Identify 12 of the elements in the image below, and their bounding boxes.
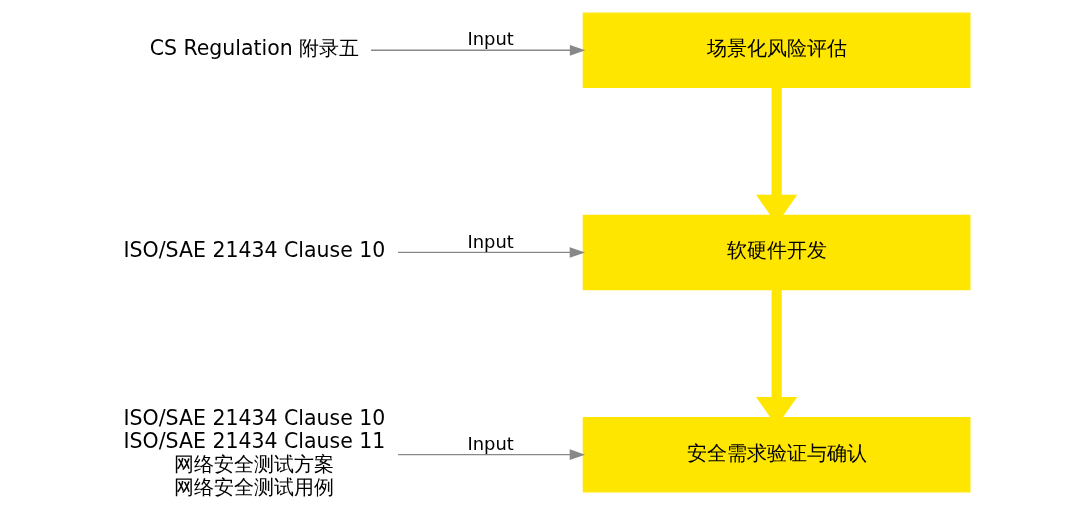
arrow — [396, 247, 585, 258]
node-text: ISO/SAE 21434 Clause 10 — [123, 238, 385, 263]
node-text: CS Regulation 附录五 — [149, 36, 359, 61]
node-text: ISO/SAE 21434 Clause 10 ISO/SAE 21434 Clause 11 网络安全测试方案 网络安全测试用例 — [123, 405, 385, 500]
node-box: 场景化风险评估 — [582, 12, 970, 88]
arrow — [369, 44, 585, 56]
edge-label: Input — [466, 432, 514, 454]
edge-label: Input — [466, 230, 514, 252]
node-box: 软硬件开发 — [582, 214, 970, 291]
edge-label: Input — [466, 28, 514, 50]
arrow — [396, 449, 585, 461]
node-box: 安全需求验证与确认 — [582, 416, 970, 493]
